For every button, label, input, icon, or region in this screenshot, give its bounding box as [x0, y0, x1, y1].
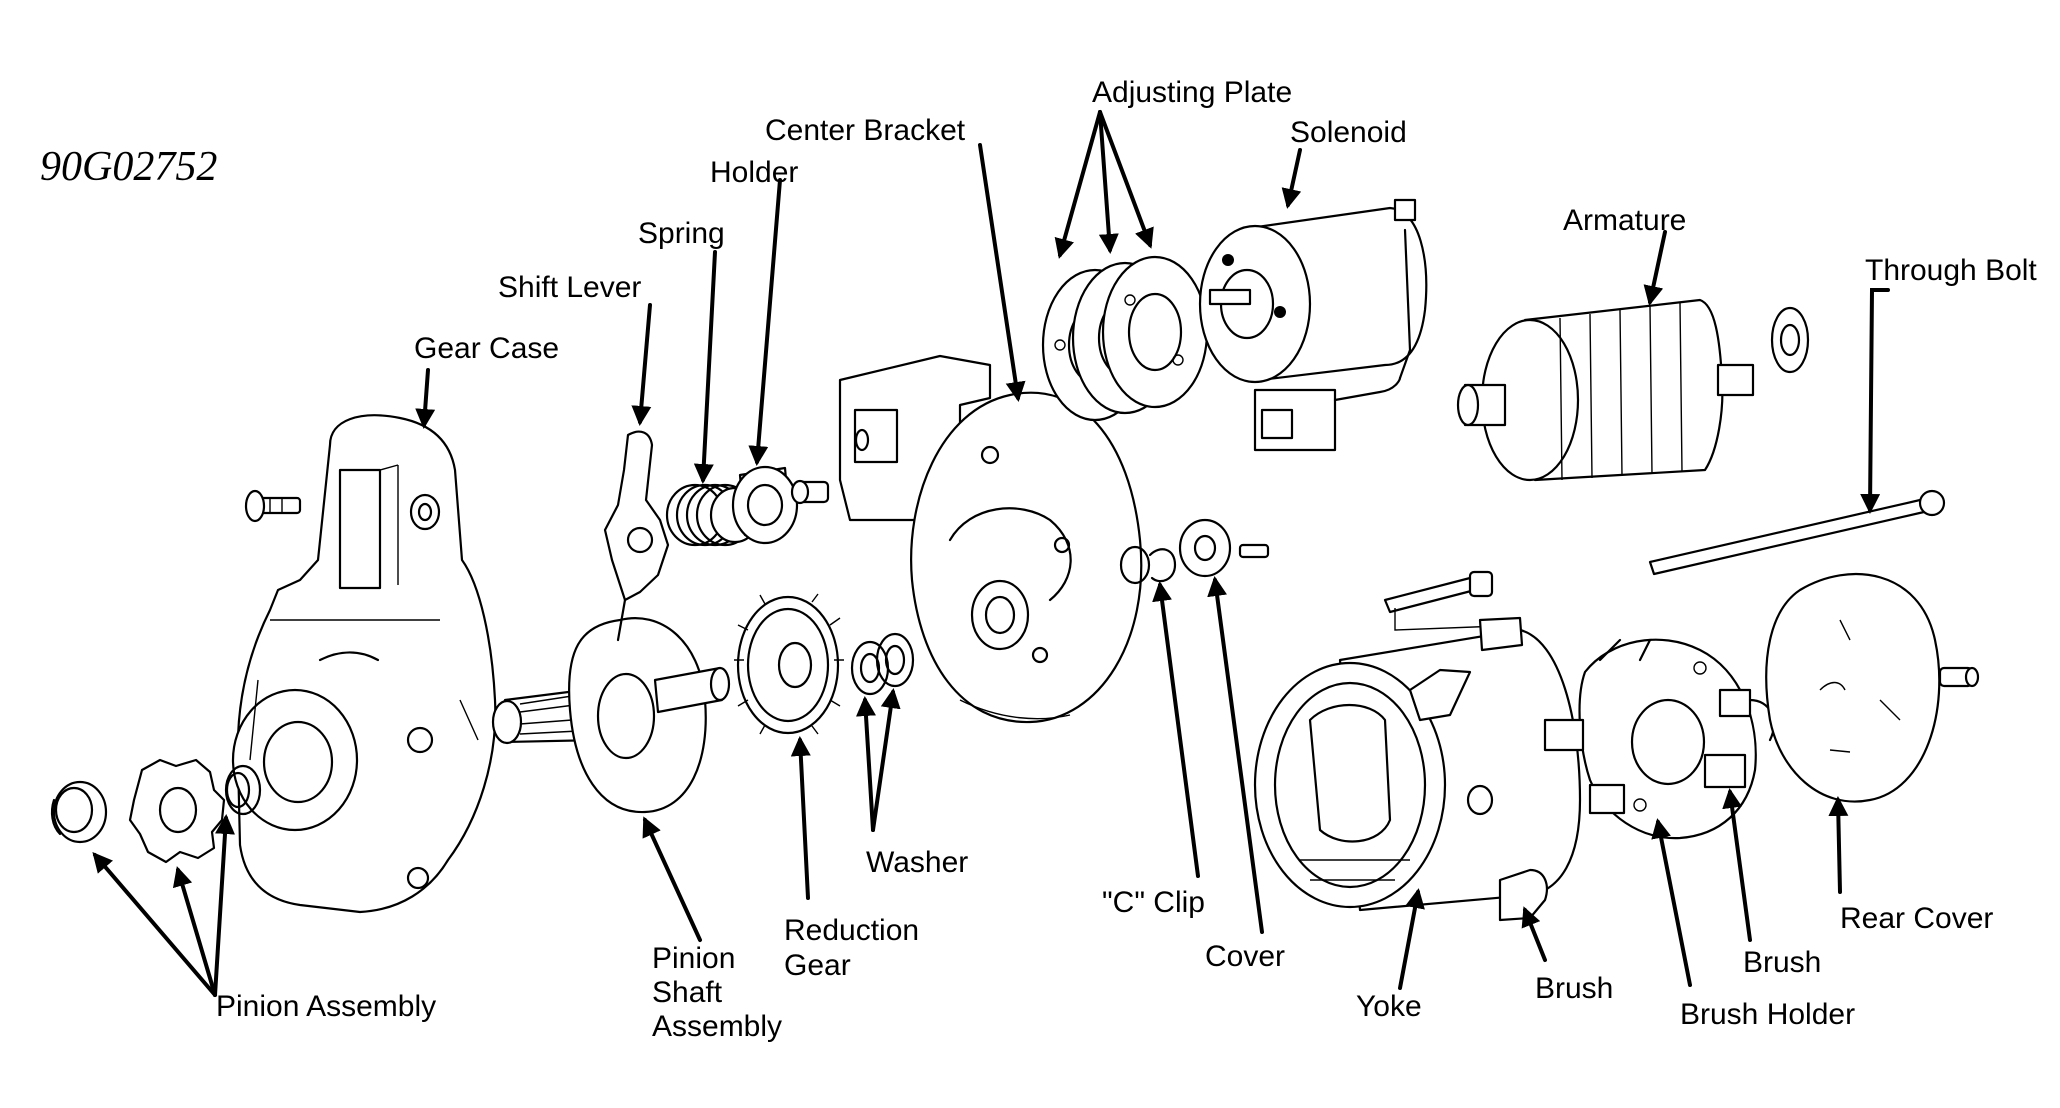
- shift-lever-part: [603, 430, 670, 642]
- holder-part: [731, 465, 799, 545]
- label-reduction-gear-line1: Reduction: [784, 914, 919, 947]
- yoke-part: [1253, 616, 1582, 922]
- adjusting-plate-part: [1041, 255, 1209, 422]
- label-brush-right: Brush: [1743, 946, 1821, 979]
- bracket-pin-part: [790, 479, 830, 505]
- label-solenoid: Solenoid: [1290, 116, 1407, 149]
- pinion-shaft-assembly-part: [491, 617, 731, 814]
- through-bolt-part: [1648, 489, 1946, 576]
- yoke-bolt-part: [1383, 570, 1501, 631]
- rear-cover-part: [1765, 572, 1980, 803]
- label-brush-holder: Brush Holder: [1680, 998, 1855, 1031]
- label-gear-case: Gear Case: [414, 332, 559, 365]
- reduction-gear-part: [734, 593, 844, 735]
- labels: 90G02752 Adjusting Plate Solenoid Center…: [40, 76, 2037, 1043]
- gear-case-bolt-part: [244, 489, 302, 523]
- label-pinion-shaft-line3: Assembly: [652, 1010, 782, 1043]
- label-through-bolt: Through Bolt: [1865, 254, 2037, 287]
- label-pinion-shaft-line2: Shaft: [652, 976, 723, 1009]
- leader-lines: [92, 110, 1890, 997]
- label-armature: Armature: [1563, 204, 1686, 237]
- washer-part: [850, 632, 915, 696]
- center-bracket-part: [838, 354, 1143, 724]
- label-spring: Spring: [638, 217, 725, 250]
- label-pinion-assembly: Pinion Assembly: [216, 990, 436, 1023]
- label-shift-lever: Shift Lever: [498, 271, 641, 304]
- label-yoke: Yoke: [1356, 990, 1422, 1023]
- pinion-assembly-part: [50, 758, 262, 864]
- label-cover: Cover: [1205, 940, 1285, 973]
- label-washer: Washer: [866, 846, 968, 879]
- c-clip-part: [1119, 545, 1177, 585]
- label-adjusting-plate: Adjusting Plate: [1092, 76, 1292, 109]
- label-rear-cover: Rear Cover: [1840, 902, 1993, 935]
- figure-id: 90G02752: [40, 144, 217, 190]
- label-pinion-shaft-line1: Pinion: [652, 942, 735, 975]
- label-reduction-gear-line2: Gear: [784, 949, 851, 982]
- label-c-clip: "C" Clip: [1102, 886, 1205, 919]
- solenoid-part: [1198, 198, 1428, 452]
- armature-part: [1456, 298, 1810, 482]
- gear-case-part: [231, 414, 497, 914]
- label-holder: Holder: [710, 156, 798, 189]
- label-brush-left: Brush: [1535, 972, 1613, 1005]
- cover-part: [1178, 518, 1270, 578]
- label-center-bracket: Center Bracket: [765, 114, 966, 147]
